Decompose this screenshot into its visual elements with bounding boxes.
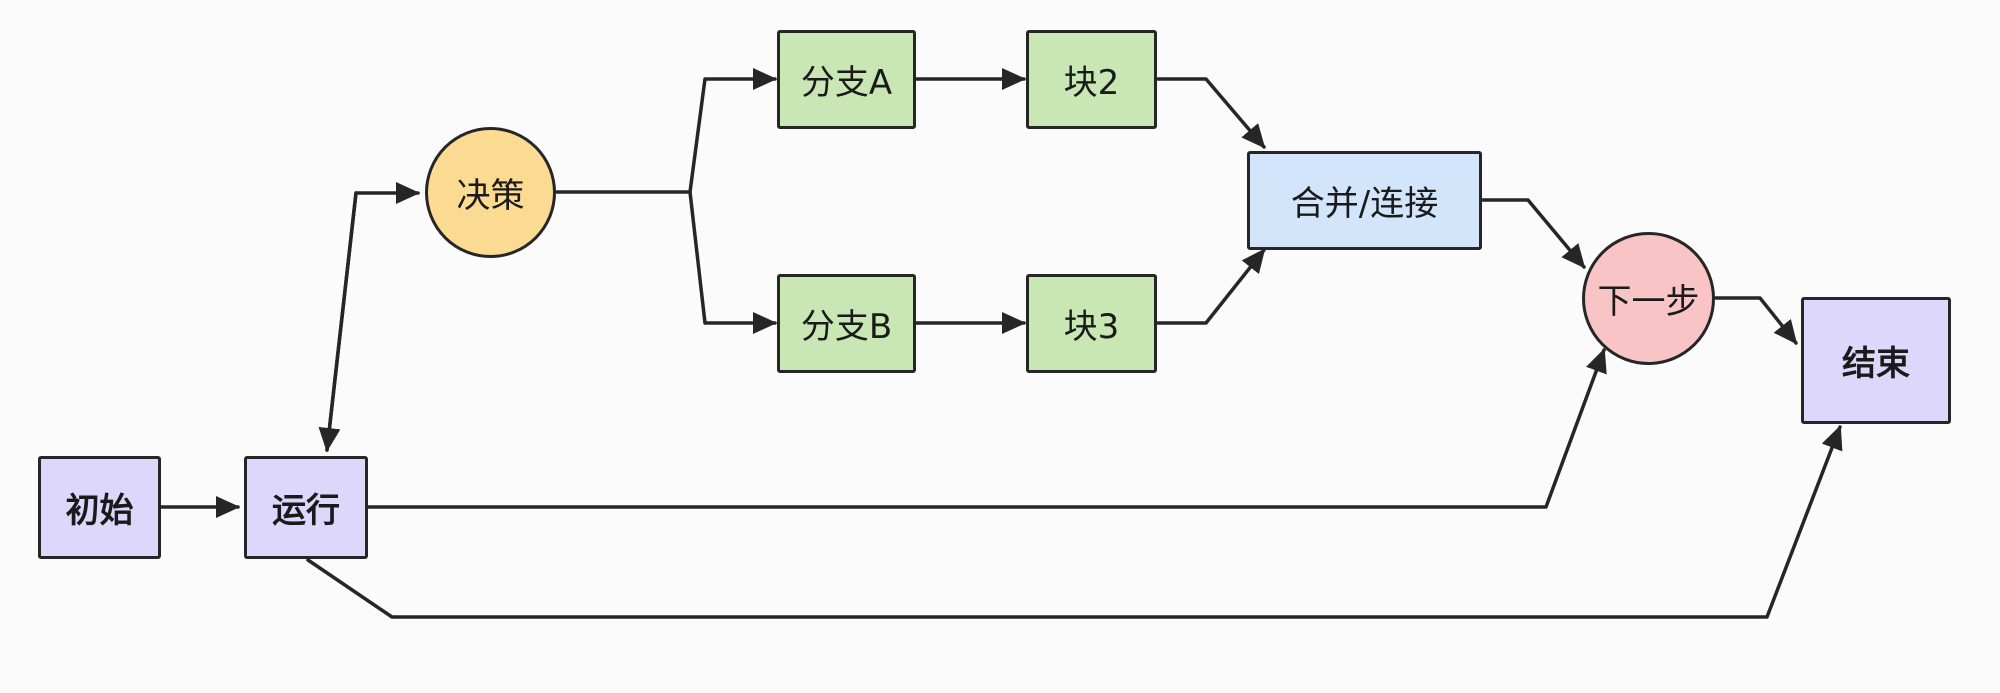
node-end: 结束: [1801, 297, 1951, 424]
node-merge: 合并/连接: [1247, 151, 1482, 250]
edge-next-to-end: [1714, 296, 1798, 345]
node-next: 下一步: [1582, 232, 1715, 365]
node-branch-a: 分支A: [777, 30, 916, 129]
edge-decision-to-branch-a: [555, 68, 777, 194]
edge-decision-to-run: [318, 191, 358, 452]
edge-block2-to-merge: [1156, 77, 1266, 149]
node-branch-b: 分支B: [777, 274, 916, 373]
node-block2: 块2: [1026, 30, 1157, 129]
edge-run-to-end: [306, 425, 1843, 619]
node-block3: 块3: [1026, 274, 1157, 373]
node-decision: 决策: [425, 127, 556, 258]
node-start: 初始: [38, 456, 161, 559]
edge-run-to-next: [367, 348, 1607, 509]
edge-block3-to-merge: [1156, 248, 1266, 325]
edge-merge-to-next: [1481, 198, 1586, 269]
edge-decision-to-branch-b: [688, 190, 777, 334]
node-run: 运行: [244, 456, 368, 559]
